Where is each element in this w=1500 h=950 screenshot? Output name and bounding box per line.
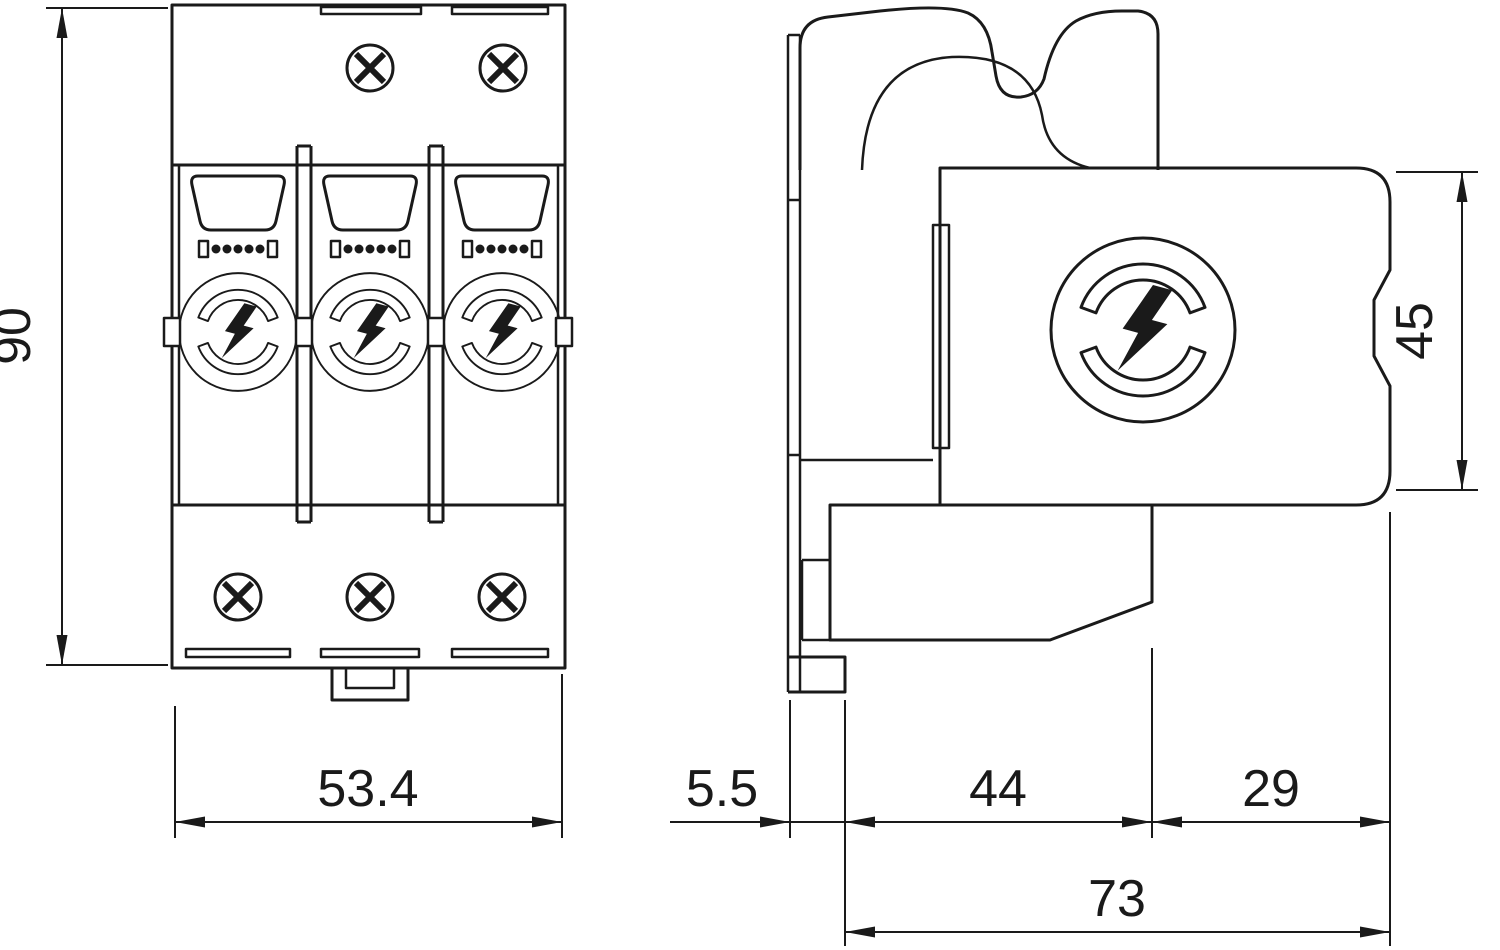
screw-icon: [215, 574, 261, 620]
top-housing-inner-contour: [860, 55, 1091, 171]
dimension-total-depth: 73: [845, 870, 1390, 938]
label-window: [190, 174, 286, 232]
rail-foot: [788, 655, 847, 694]
plug-module: [178, 174, 298, 392]
rail-profile: [786, 33, 802, 692]
terminal-contacts-icon: [329, 239, 411, 259]
side-body-outline: [938, 166, 1392, 507]
screw-icon: [479, 574, 525, 620]
release-tab: [162, 316, 182, 348]
side-height-label: 45: [1386, 302, 1444, 360]
bottom-slot-icon: [450, 647, 550, 659]
release-tab: [426, 316, 446, 348]
body-channel: [931, 223, 951, 450]
release-clip: [800, 558, 830, 642]
side-view: [786, 6, 1392, 694]
screw-icon: [347, 45, 393, 91]
terminal-contacts-icon: [197, 239, 279, 259]
bottom-slot-icon: [184, 647, 292, 659]
terminal-contacts-icon: [461, 239, 543, 259]
front-height-label: 90: [0, 307, 42, 365]
plug-module: [310, 174, 430, 392]
top-slot-icon: [450, 5, 550, 16]
dimension-side-depths: 5.5 44 29: [670, 512, 1391, 946]
total-depth-label: 73: [1088, 870, 1146, 928]
module-field-edges: [172, 163, 565, 507]
dimension-front-width: 53.4: [174, 674, 563, 838]
top-slot-icon: [319, 5, 423, 16]
label-window: [454, 174, 550, 232]
bottom-slot-icon: [319, 647, 421, 659]
label-window: [322, 174, 418, 232]
front-width-label: 53.4: [317, 760, 418, 818]
screw-icon: [480, 45, 526, 91]
screw-icon: [347, 574, 393, 620]
rail-offset-label: 5.5: [686, 760, 758, 818]
surge-logo-icon: [310, 272, 430, 392]
release-tab: [554, 316, 574, 348]
surge-logo-icon: [178, 272, 298, 392]
lower-housing-outline: [828, 503, 1154, 642]
dimension-side-height: 45: [1386, 171, 1478, 491]
module-depth-label: 29: [1242, 760, 1300, 818]
top-housing-outline: [798, 6, 1160, 170]
din-rail-clip: [330, 668, 410, 702]
release-tab: [294, 316, 314, 348]
dimension-front-height: 90: [0, 7, 168, 666]
surge-logo-icon: [442, 272, 562, 392]
plug-module: [442, 174, 562, 392]
surge-logo-icon: [1049, 236, 1237, 424]
front-view: [162, 3, 574, 702]
base-depth-label: 44: [969, 760, 1027, 818]
